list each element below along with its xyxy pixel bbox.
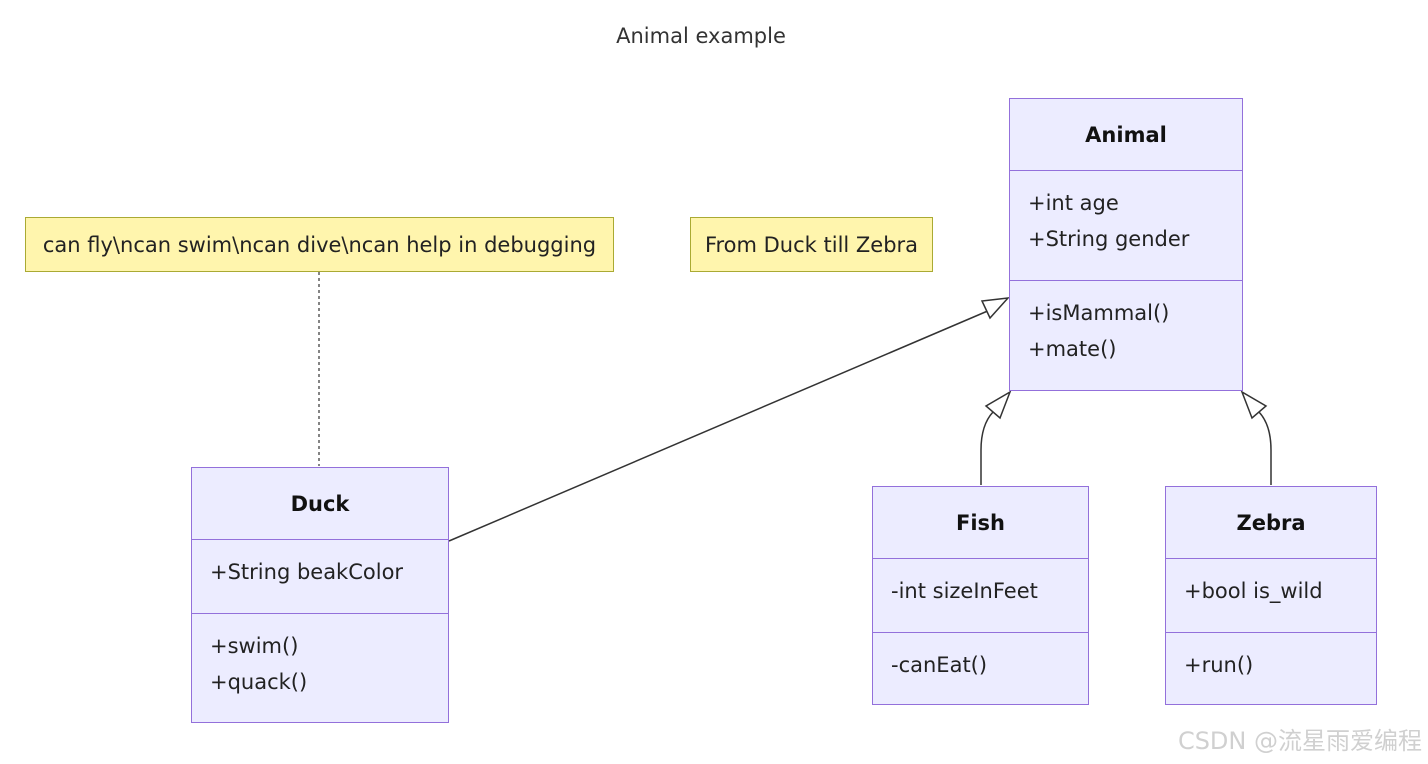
- class-animal-attributes: +int age +String gender: [1010, 171, 1242, 281]
- class-duck-name: Duck: [192, 468, 448, 540]
- class-zebra-method: +run(): [1184, 653, 1254, 677]
- class-zebra[interactable]: Zebra +bool is_wild +run(): [1165, 486, 1377, 705]
- class-duck-method: +swim(): [210, 634, 299, 658]
- edge-fish-animal-arrowhead: [984, 390, 1012, 420]
- class-animal-attribute: +int age: [1028, 191, 1119, 215]
- note-duck-capabilities[interactable]: can fly\ncan swim\ncan dive\ncan help in…: [25, 217, 614, 272]
- class-zebra-name: Zebra: [1166, 487, 1376, 559]
- class-duck-methods: +swim() +quack(): [192, 614, 448, 700]
- class-zebra-methods: +run(): [1166, 633, 1376, 683]
- class-fish-methods: -canEat(): [873, 633, 1088, 683]
- class-animal-method: +isMammal(): [1028, 301, 1170, 325]
- class-animal-attribute: +String gender: [1028, 227, 1190, 251]
- edge-duck-animal-arrowhead: [980, 297, 1010, 320]
- class-animal-method: +mate(): [1028, 337, 1117, 361]
- class-fish-name: Fish: [873, 487, 1088, 559]
- note-animal-range[interactable]: From Duck till Zebra: [690, 217, 933, 272]
- class-fish-attribute: -int sizeInFeet: [891, 579, 1038, 603]
- class-fish-attributes: -int sizeInFeet: [873, 559, 1088, 633]
- class-zebra-attributes: +bool is_wild: [1166, 559, 1376, 633]
- watermark: CSDN @流星雨爱编程: [1177, 727, 1422, 755]
- note-duck-text: can fly\ncan swim\ncan dive\ncan help in…: [42, 232, 597, 257]
- edge-fish-animal: [980, 411, 994, 485]
- class-fish-method: -canEat(): [891, 653, 988, 677]
- class-duck[interactable]: Duck +String beakColor +swim() +quack(): [191, 467, 449, 723]
- edge-zebra-animal: [1258, 411, 1272, 485]
- note-animal-text: From Duck till Zebra: [704, 232, 919, 257]
- class-fish[interactable]: Fish -int sizeInFeet -canEat(): [872, 486, 1089, 705]
- class-duck-attributes: +String beakColor: [192, 540, 448, 614]
- class-duck-attribute: +String beakColor: [210, 560, 404, 584]
- class-animal[interactable]: Animal +int age +String gender +isMammal…: [1009, 98, 1243, 391]
- class-duck-method: +quack(): [210, 670, 308, 694]
- edge-duck-animal: [448, 309, 991, 542]
- class-animal-methods: +isMammal() +mate(): [1010, 281, 1242, 367]
- diagram-title: Animal example: [616, 24, 786, 48]
- class-animal-name: Animal: [1010, 99, 1242, 171]
- edge-zebra-animal-arrowhead: [1240, 390, 1268, 420]
- class-zebra-attribute: +bool is_wild: [1184, 579, 1323, 603]
